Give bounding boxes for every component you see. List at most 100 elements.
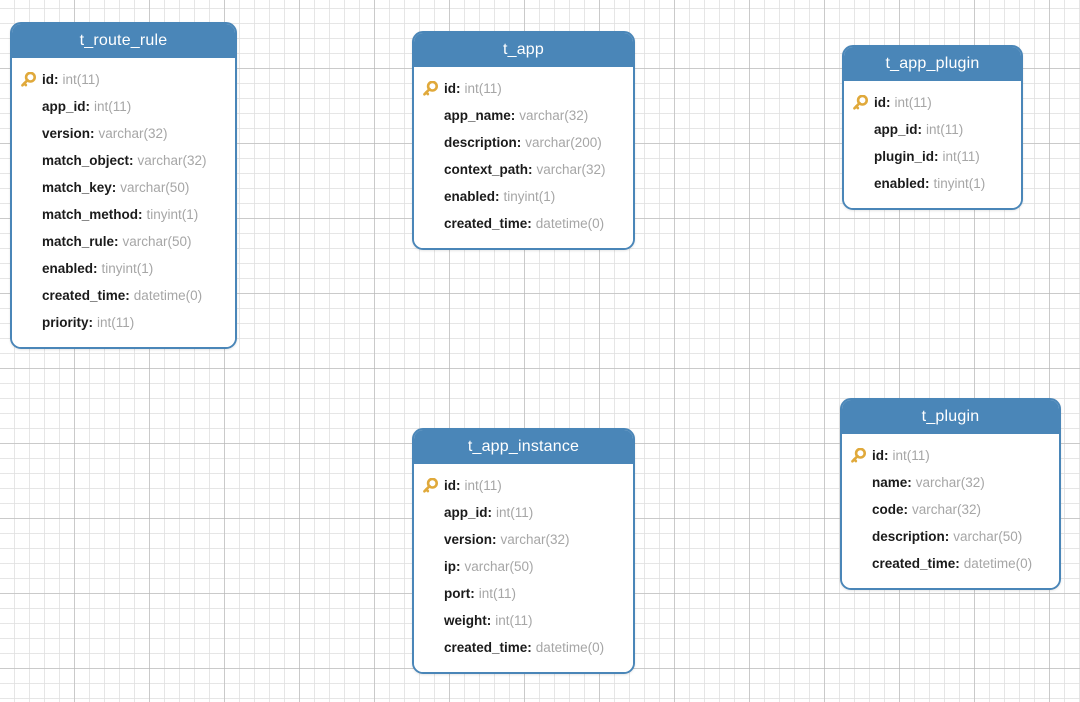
key-icon-placeholder [20, 233, 42, 251]
field-separator: : [85, 99, 91, 114]
field-type: tinyint(1) [101, 261, 154, 276]
field-type: int(11) [926, 122, 964, 137]
field-type: int(11) [94, 99, 132, 114]
field-row[interactable]: id:int(11) [12, 66, 235, 93]
field-type: int(11) [478, 586, 517, 601]
field-row[interactable]: name:varchar(32) [842, 469, 1059, 496]
field-separator: : [486, 613, 492, 628]
key-icon-placeholder [850, 528, 872, 546]
field-name: created_time [444, 216, 528, 231]
key-icon-placeholder [422, 639, 444, 657]
field-type: varchar(50) [464, 559, 534, 574]
field-type: varchar(32) [500, 532, 570, 547]
field-row[interactable]: version:varchar(32) [12, 120, 235, 147]
field-type: varchar(32) [98, 126, 168, 141]
field-separator: : [516, 135, 522, 150]
key-icon-placeholder [852, 148, 874, 166]
field-separator: : [470, 586, 475, 601]
field-name: ip [444, 559, 456, 574]
field-row[interactable]: match_rule:varchar(50) [12, 228, 235, 255]
field-type: varchar(32) [536, 162, 606, 177]
field-separator: : [492, 532, 497, 547]
field-row[interactable]: match_key:varchar(50) [12, 174, 235, 201]
field-separator: : [907, 475, 912, 490]
field-separator: : [925, 176, 930, 191]
entity-fields-t_route_rule: id:int(11)app_id:int(11)version:varchar(… [12, 58, 235, 347]
field-row[interactable]: created_time:datetime(0) [12, 282, 235, 309]
field-separator: : [917, 122, 923, 137]
field-row[interactable]: ip:varchar(50) [414, 553, 633, 580]
field-type: int(11) [464, 81, 502, 96]
field-row[interactable]: enabled:tinyint(1) [12, 255, 235, 282]
field-separator: : [90, 126, 95, 141]
field-row[interactable]: description:varchar(50) [842, 523, 1059, 550]
field-name: app_name [444, 108, 511, 123]
key-icon-placeholder [852, 121, 874, 139]
field-name: match_key [42, 180, 112, 195]
field-name: id [444, 478, 456, 493]
field-type: tinyint(1) [503, 189, 556, 204]
field-row[interactable]: context_path:varchar(32) [414, 156, 633, 183]
entity-table-t_plugin[interactable]: t_plugin id:int(11)name:varchar(32)code:v… [840, 398, 1061, 590]
field-separator: : [510, 108, 516, 123]
field-row[interactable]: enabled:tinyint(1) [414, 183, 633, 210]
field-row[interactable]: version:varchar(32) [414, 526, 633, 553]
field-type: tinyint(1) [933, 176, 986, 191]
key-icon [20, 71, 42, 89]
field-row[interactable]: match_object:varchar(32) [12, 147, 235, 174]
field-row[interactable]: app_id:int(11) [844, 116, 1021, 143]
field-name: plugin_id [874, 149, 934, 164]
field-type: int(11) [464, 478, 502, 493]
field-row[interactable]: app_id:int(11) [414, 499, 633, 526]
field-row[interactable]: app_name:varchar(32) [414, 102, 633, 129]
field-name: code [872, 502, 904, 517]
field-name: version [444, 532, 493, 547]
key-icon [850, 447, 872, 465]
field-name: app_id [444, 505, 488, 520]
field-row[interactable]: priority:int(11) [12, 309, 235, 336]
entity-title-t_app_instance: t_app_instance [414, 430, 633, 464]
entity-fields-t_app_plugin: id:int(11)app_id:int(11)plugin_id:int(11… [844, 81, 1021, 208]
field-row[interactable]: code:varchar(32) [842, 496, 1059, 523]
field-name: id [42, 72, 54, 87]
field-row[interactable]: id:int(11) [844, 89, 1021, 116]
field-name: name [872, 475, 908, 490]
entity-title-t_plugin: t_plugin [842, 400, 1059, 434]
field-row[interactable]: id:int(11) [414, 472, 633, 499]
field-type: varchar(32) [519, 108, 589, 123]
key-icon-placeholder [850, 501, 872, 519]
field-row[interactable]: created_time:datetime(0) [414, 210, 633, 237]
field-row[interactable]: plugin_id:int(11) [844, 143, 1021, 170]
field-separator: : [456, 478, 461, 493]
field-type: int(11) [892, 448, 930, 463]
field-row[interactable]: id:int(11) [414, 75, 633, 102]
field-row[interactable]: created_time:datetime(0) [842, 550, 1059, 577]
field-type: datetime(0) [535, 640, 605, 655]
field-separator: : [487, 505, 493, 520]
field-name: weight [444, 613, 487, 628]
field-row[interactable]: created_time:datetime(0) [414, 634, 633, 661]
key-icon-placeholder [850, 555, 872, 573]
key-icon [422, 477, 444, 495]
field-row[interactable]: app_id:int(11) [12, 93, 235, 120]
key-icon-placeholder [20, 287, 42, 305]
field-row[interactable]: weight:int(11) [414, 607, 633, 634]
field-row[interactable]: match_method:tinyint(1) [12, 201, 235, 228]
key-icon-placeholder [20, 206, 42, 224]
field-type: datetime(0) [963, 556, 1033, 571]
field-type: int(11) [495, 613, 533, 628]
field-row[interactable]: description:varchar(200) [414, 129, 633, 156]
field-row[interactable]: enabled:tinyint(1) [844, 170, 1021, 197]
key-icon [422, 80, 444, 98]
field-row[interactable]: id:int(11) [842, 442, 1059, 469]
key-icon-placeholder [422, 215, 444, 233]
field-separator: : [884, 448, 889, 463]
field-type: varchar(50) [122, 234, 192, 249]
field-row[interactable]: port:int(11) [414, 580, 633, 607]
key-icon-placeholder [422, 107, 444, 125]
key-icon-placeholder [422, 161, 444, 179]
